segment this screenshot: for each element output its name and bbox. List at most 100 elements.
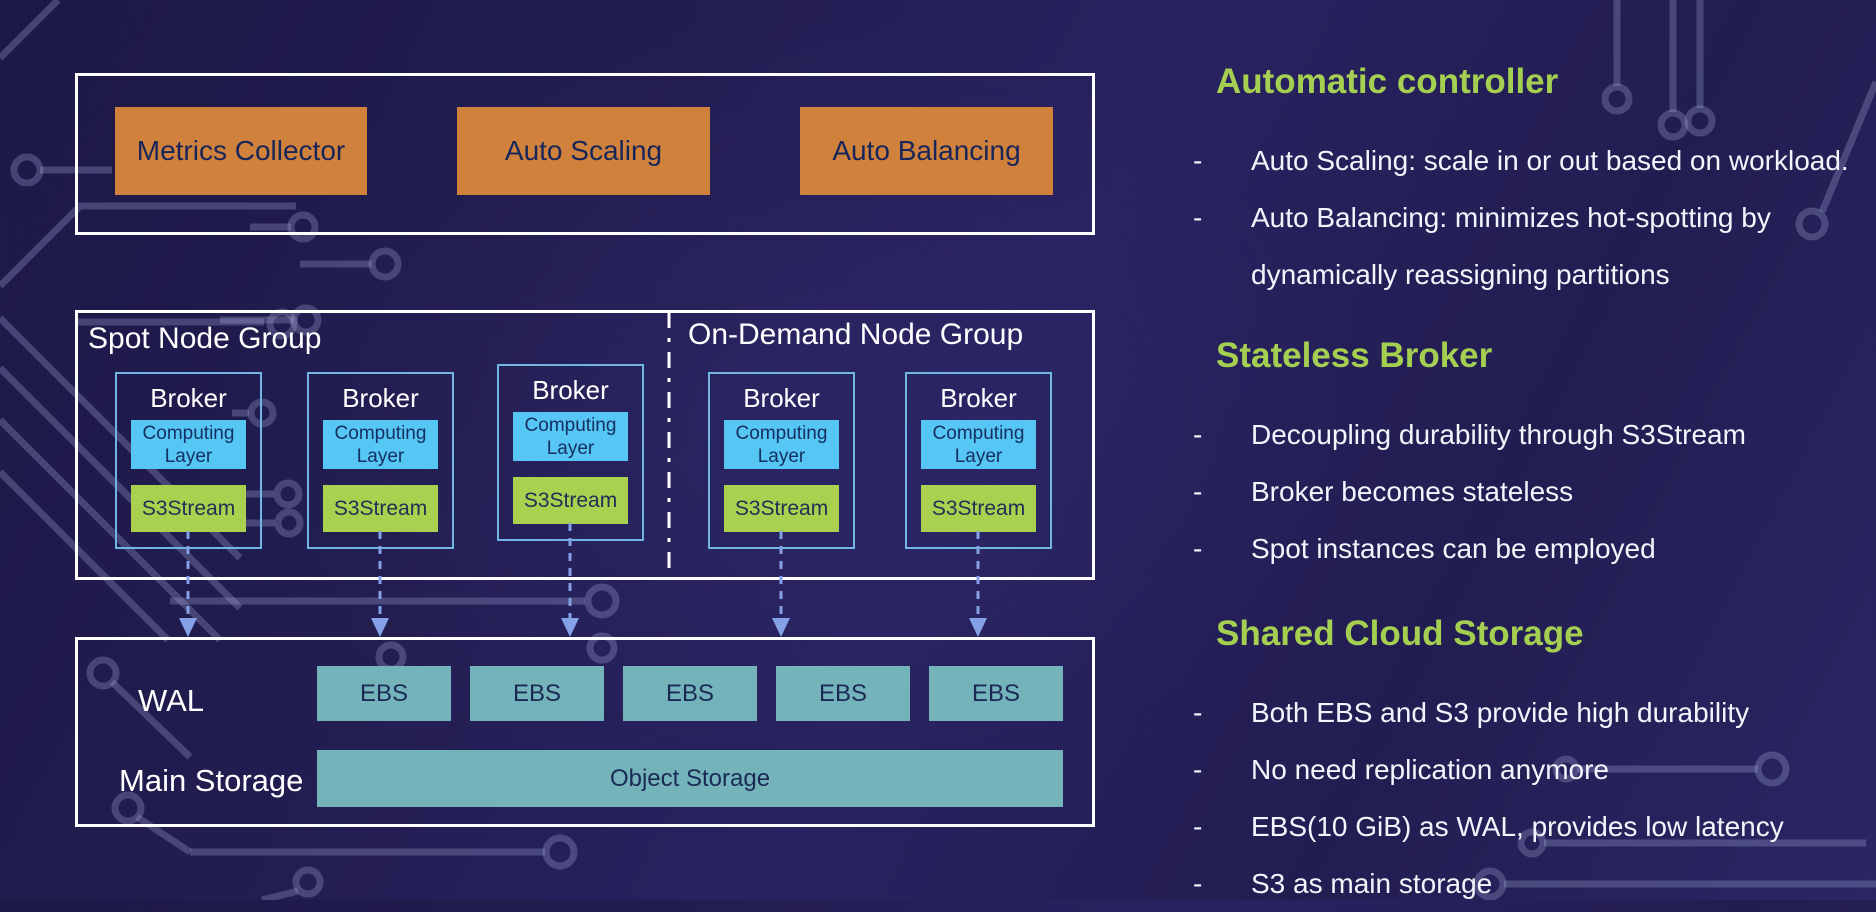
s3stream-box: S3Stream — [131, 485, 246, 532]
ebs-box: EBS — [623, 666, 757, 721]
s3stream-box: S3Stream — [323, 485, 438, 532]
controller-box-label: Auto Scaling — [504, 135, 663, 166]
broker-card: Broker Computing Layer S3Stream — [497, 364, 644, 541]
bullet-item: - EBS(10 GiB) as WAL, provides low laten… — [1193, 798, 1872, 855]
trace-ring — [273, 479, 303, 509]
trace — [261, 887, 299, 900]
broker-card: Broker Computing Layer S3Stream — [905, 372, 1052, 549]
trace-ring — [584, 583, 620, 619]
trace — [109, 679, 193, 760]
computing-layer-box: Computing Layer — [131, 420, 246, 469]
bullet-text: Auto Balancing: minimizes hot-spotting b… — [1251, 202, 1771, 290]
trace-ring — [1552, 755, 1580, 783]
trace — [0, 417, 223, 643]
computing-layer-box: Computing Layer — [724, 420, 839, 469]
main-storage-label: Main Storage — [119, 763, 304, 798]
note-bullets: - Both EBS and S3 provide high durabilit… — [1193, 684, 1872, 912]
spot-node-group-label: Spot Node Group — [88, 322, 322, 355]
broker-title: Broker — [940, 383, 1017, 413]
note-heading: Automatic controller — [1216, 62, 1559, 101]
trace-ring — [1473, 867, 1507, 900]
node-groups-panel — [75, 310, 1095, 580]
trace-ring — [247, 398, 277, 428]
s3stream-box: S3Stream — [513, 477, 628, 524]
automatic-controller-group: Metrics Collector Auto Scaling Auto Bala… — [75, 73, 1095, 235]
bullet-item: - Decoupling durability through S3Stream — [1193, 406, 1872, 463]
bullet-marker: - — [1193, 754, 1203, 785]
computing-layer-box: Computing Layer — [323, 420, 438, 469]
bullet-item: - Both EBS and S3 provide high durabilit… — [1193, 684, 1872, 741]
bullet-text: Broker becomes stateless — [1251, 476, 1574, 507]
broker-title: Broker — [743, 383, 820, 413]
trace-ring — [1754, 751, 1790, 787]
bullet-marker: - — [1193, 419, 1203, 450]
broker-card: Broker Computing Layer S3Stream — [307, 372, 454, 549]
bullet-text: No need replication anymore — [1251, 754, 1609, 785]
trace-ring — [1684, 105, 1716, 137]
trace-ring — [1601, 83, 1633, 115]
note-heading: Stateless Broker — [1216, 336, 1493, 375]
ebs-box: EBS — [470, 666, 604, 721]
broker-title: Broker — [342, 383, 419, 413]
trace-ring — [287, 211, 319, 243]
controller-box-label: Metrics Collector — [136, 135, 346, 166]
trace-ring — [86, 656, 120, 690]
ondemand-node-group-label: On-Demand Node Group — [688, 318, 1024, 351]
trace-ring — [274, 508, 304, 538]
broker-card: Broker Computing Layer S3Stream — [708, 372, 855, 549]
note-section-automatic-controller: Automatic controller - Auto Scaling: sca… — [1193, 58, 1872, 303]
broker-title: Broker — [532, 375, 609, 405]
trace-ring — [292, 866, 324, 898]
controller-box-auto-balancing: Auto Balancing — [800, 107, 1053, 195]
computing-layer-box: Computing Layer — [921, 420, 1036, 469]
bullet-text: Spot instances can be employed — [1251, 533, 1656, 564]
trace — [0, 469, 171, 643]
computing-layer-box: Computing Layer — [513, 412, 628, 461]
trace-ring — [368, 247, 402, 281]
bullet-marker: - — [1193, 476, 1203, 507]
ebs-box: EBS — [776, 666, 910, 721]
trace — [0, 365, 243, 611]
trace-ring — [542, 834, 578, 870]
bullet-text: S3 as main storage — [1251, 868, 1493, 899]
note-heading: Shared Cloud Storage — [1216, 614, 1584, 653]
bullet-item: - Spot instances can be employed — [1193, 520, 1872, 577]
trace-ring — [586, 632, 618, 664]
bullet-text: Auto Scaling: scale in or out based on w… — [1251, 145, 1849, 176]
controller-box-label: Auto Balancing — [832, 135, 1021, 166]
bullet-marker: - — [1193, 202, 1203, 233]
bullet-text: Both EBS and S3 provide high durability — [1251, 697, 1750, 728]
bullet-marker: - — [1193, 697, 1203, 728]
bullet-marker: - — [1193, 533, 1203, 564]
note-section-stateless-broker: Stateless Broker - Decoupling durability… — [1193, 332, 1872, 577]
trace — [135, 814, 192, 855]
bullet-item: - No need replication anymore — [1193, 741, 1872, 798]
storage-panel — [75, 637, 1095, 827]
bullet-marker: - — [1193, 868, 1203, 899]
note-bullets: - Decoupling durability through S3Stream… — [1193, 406, 1872, 577]
bullet-marker: - — [1193, 811, 1203, 842]
bullet-text: EBS(10 GiB) as WAL, provides low latency — [1251, 811, 1784, 842]
trace — [0, 202, 296, 289]
wal-label: WAL — [138, 683, 205, 718]
broker-title: Broker — [150, 383, 227, 413]
trace — [1818, 80, 1876, 214]
bullet-marker: - — [1193, 145, 1203, 176]
bullet-item: - Auto Scaling: scale in or out based on… — [1193, 132, 1872, 189]
controller-box-auto-scaling: Auto Scaling — [457, 107, 710, 195]
trace-ring — [1795, 207, 1829, 241]
object-storage-bar: Object Storage — [317, 750, 1063, 807]
trace-ring — [1517, 828, 1547, 858]
ebs-box: EBS — [929, 666, 1063, 721]
controller-box-metrics-collector: Metrics Collector — [115, 107, 367, 195]
trace-ring — [1657, 109, 1689, 141]
trace — [0, 0, 61, 61]
trace-ring — [111, 791, 145, 825]
bullet-item: - Auto Balancing: minimizes hot-spotting… — [1193, 189, 1872, 303]
s3stream-box: S3Stream — [921, 485, 1036, 532]
ebs-box: EBS — [317, 666, 451, 721]
note-bullets: - Auto Scaling: scale in or out based on… — [1193, 132, 1872, 303]
bullet-text: Decoupling durability through S3Stream — [1251, 419, 1746, 450]
trace-ring — [290, 304, 322, 336]
